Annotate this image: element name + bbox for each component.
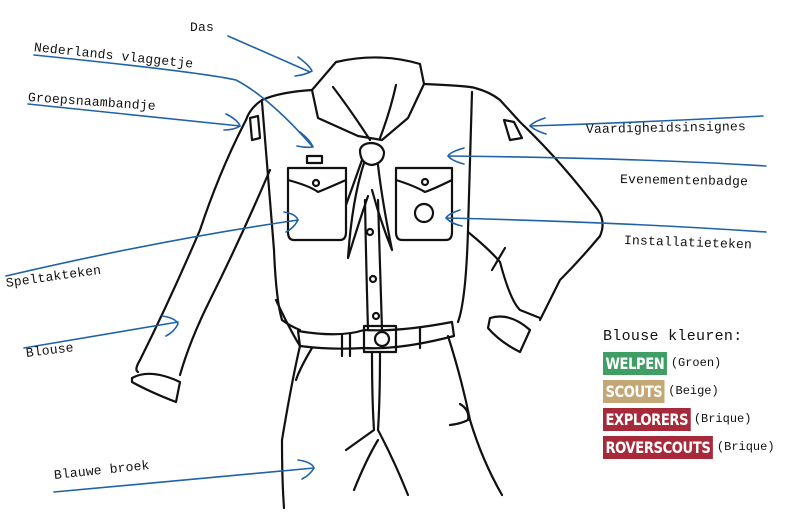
label-vaardigheidsinsignes: Vaardigheidsinsignes bbox=[585, 119, 747, 137]
legend-item-roverscouts: ROVERSCOUTS (Brique) bbox=[603, 433, 775, 461]
legend-item-scouts: SCOUTS (Beige) bbox=[603, 377, 775, 405]
stamp-scouts: SCOUTS bbox=[603, 379, 665, 403]
color-note-roverscouts: (Brique) bbox=[716, 440, 775, 454]
blouse-colors-legend: Blouse kleuren: WELPEN (Groen) SCOUTS (B… bbox=[603, 328, 775, 461]
neckerchief-collar bbox=[310, 56, 426, 142]
label-das: Das bbox=[190, 20, 215, 35]
stamp-roverscouts: ROVERSCOUTS bbox=[603, 435, 713, 459]
legend-title: Blouse kleuren: bbox=[603, 328, 743, 345]
pointer-arrows bbox=[5, 35, 767, 493]
color-note-welpen: (Groen) bbox=[670, 356, 722, 370]
stamp-explorers: EXPLORERS bbox=[603, 407, 691, 431]
color-note-scouts: (Beige) bbox=[668, 384, 719, 398]
label-evenementenbadge: Evenementenbadge bbox=[619, 172, 749, 190]
color-note-explorers: (Brique) bbox=[693, 412, 752, 426]
stamp-welpen: WELPEN bbox=[603, 351, 667, 375]
legend-item-explorers: EXPLORERS (Brique) bbox=[603, 405, 775, 433]
legend-item-welpen: WELPEN (Groen) bbox=[603, 349, 775, 377]
